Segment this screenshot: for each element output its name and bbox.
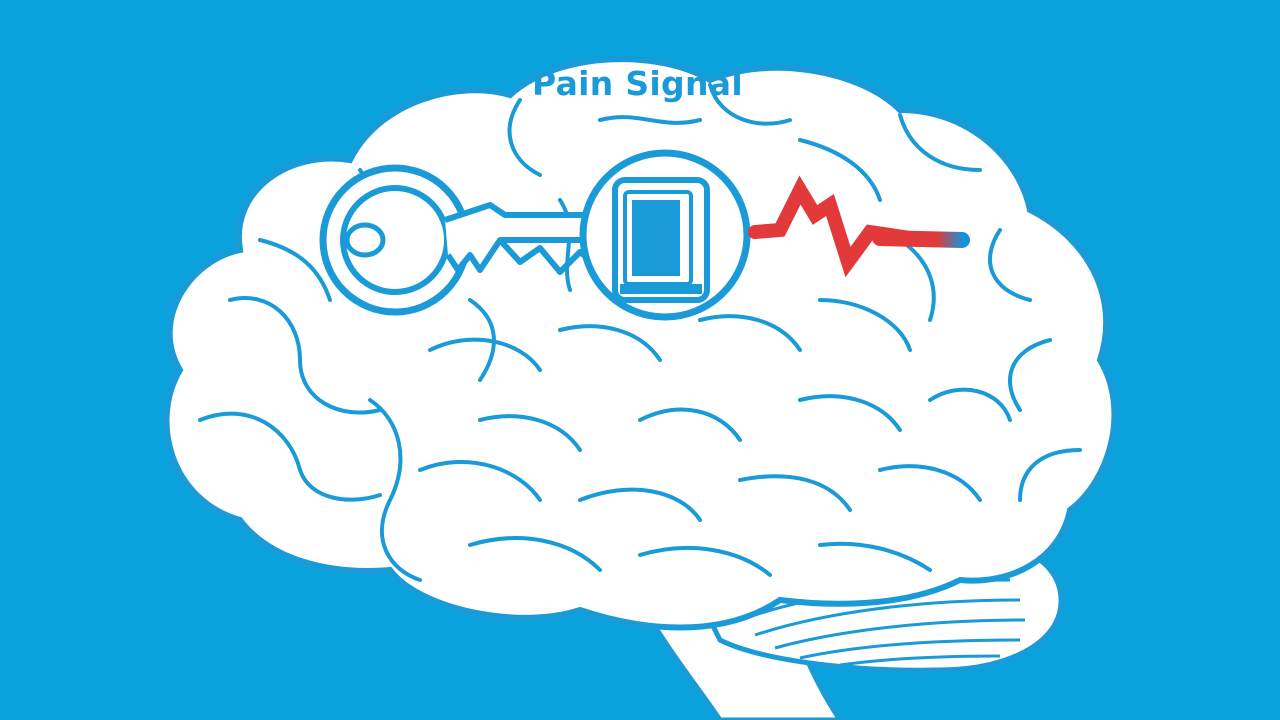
pain-signal-label: Pain Signal xyxy=(532,64,743,103)
key-icon xyxy=(319,164,628,316)
lock-icon xyxy=(579,149,751,321)
pain-signal-wave-icon xyxy=(748,175,970,278)
brain-icon xyxy=(163,56,1118,631)
